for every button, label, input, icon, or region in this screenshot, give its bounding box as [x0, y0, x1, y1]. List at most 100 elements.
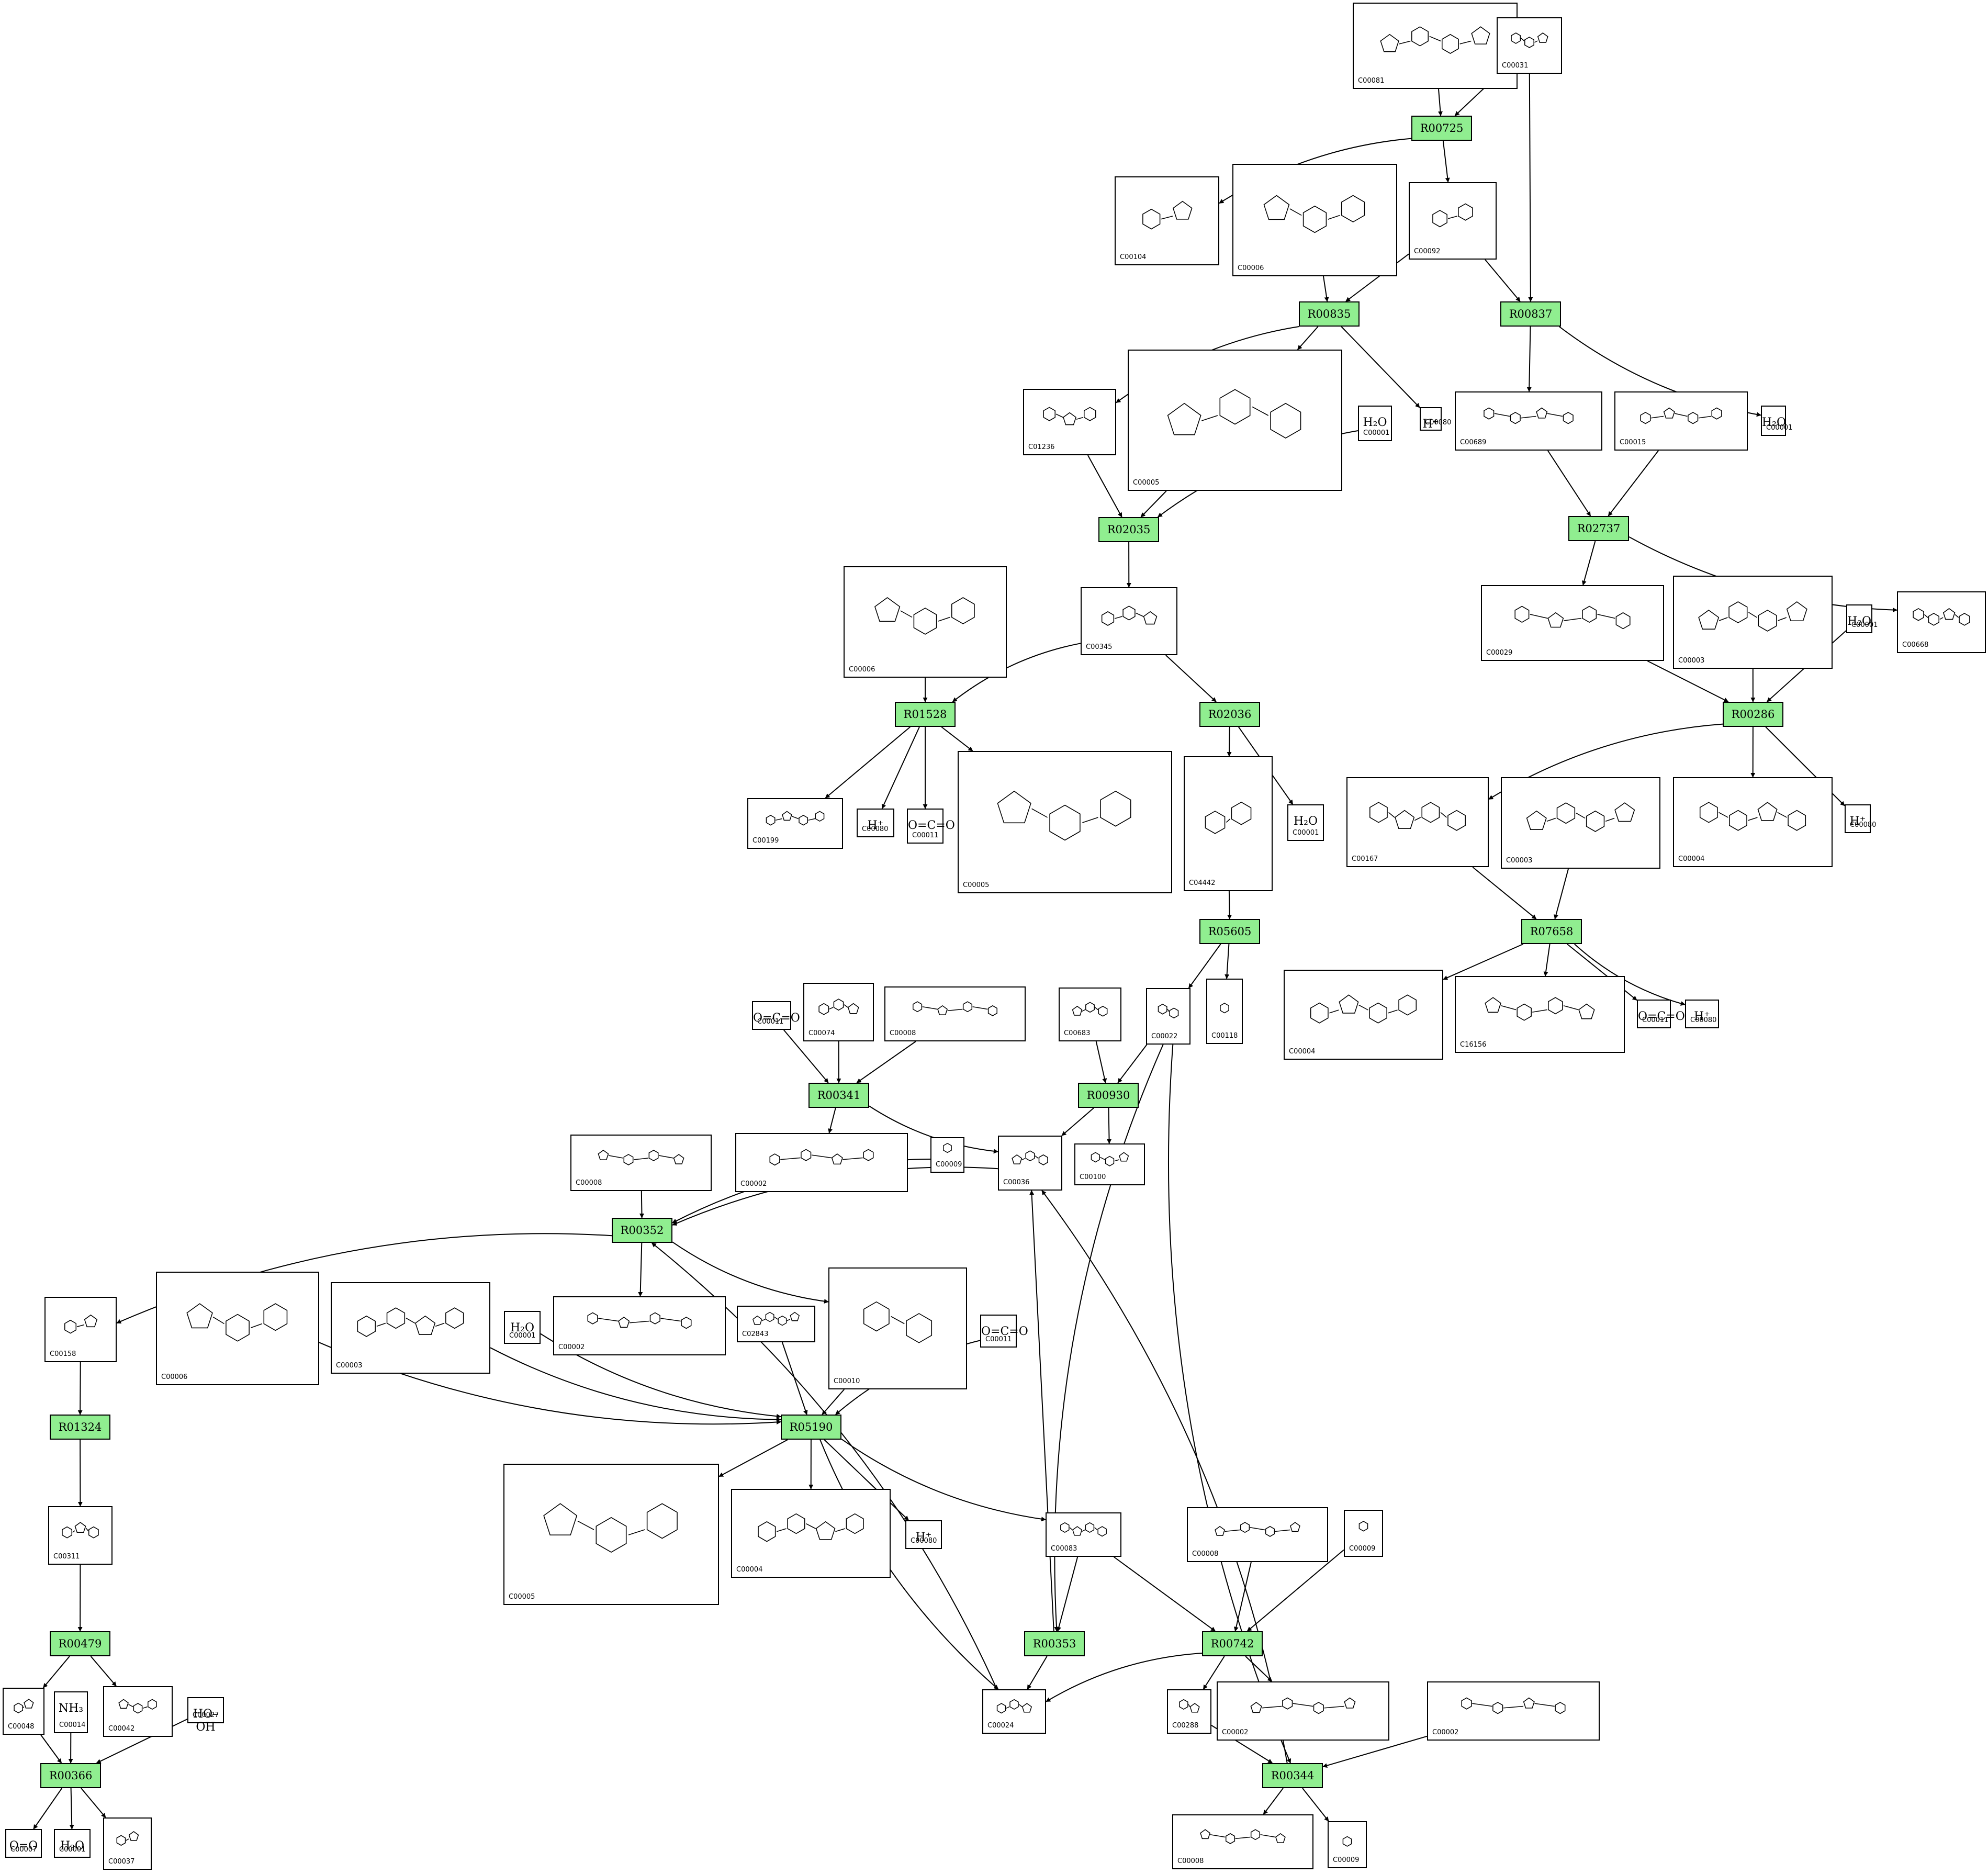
structure-drawing [1526, 802, 1635, 832]
compound-c00002[interactable]: C00002 [1217, 1681, 1389, 1741]
compound-c00004[interactable]: C00004 [1673, 777, 1833, 867]
compound-c00002[interactable]: C00002 [1427, 1681, 1600, 1741]
reaction-r01324[interactable]: R01324 [50, 1415, 110, 1440]
compound-c00683[interactable]: C00683 [1059, 988, 1121, 1041]
compound-c00080[interactable]: H⁺C00080 [857, 809, 894, 837]
compound-c00104[interactable]: C00104 [1115, 176, 1219, 265]
reaction-r05190[interactable]: R05190 [781, 1415, 841, 1440]
reaction-r00366[interactable]: R00366 [40, 1763, 101, 1788]
reaction-r00479[interactable]: R00479 [50, 1631, 110, 1656]
compound-c00002[interactable]: C00002 [553, 1296, 726, 1355]
compound-id-label: C00002 [1432, 1729, 1459, 1736]
reaction-r00835[interactable]: R00835 [1299, 301, 1360, 327]
compound-c00092[interactable]: C00092 [1409, 182, 1497, 260]
reaction-r02035[interactable]: R02035 [1098, 517, 1159, 542]
compound-formula: O=O [9, 1839, 38, 1853]
compound-c00010[interactable]: C00010 [828, 1267, 967, 1389]
compound-c00009[interactable]: C00009 [1328, 1821, 1367, 1868]
compound-c00004[interactable]: C00004 [1284, 970, 1443, 1060]
edge-R00344-to-c00008d [1263, 1788, 1284, 1815]
compound-c00311[interactable]: C00311 [48, 1506, 113, 1565]
reaction-r00353[interactable]: R00353 [1024, 1631, 1085, 1656]
compound-structure [1432, 1687, 1594, 1726]
compound-c00024[interactable]: C00024 [982, 1689, 1046, 1734]
reaction-r00837[interactable]: R00837 [1500, 301, 1561, 327]
compound-c01236[interactable]: C01236 [1023, 389, 1116, 455]
compound-c00288[interactable]: C00288 [1167, 1689, 1211, 1734]
reaction-r00930[interactable]: R00930 [1078, 1083, 1139, 1108]
compound-c00080[interactable]: H⁺C00080 [1685, 1000, 1719, 1028]
compound-c00345[interactable]: C00345 [1081, 587, 1177, 655]
compound-c00080[interactable]: H⁺C00080 [1420, 407, 1451, 431]
compound-c00006[interactable]: C00006 [1232, 164, 1397, 276]
compound-c00008[interactable]: C00008 [884, 986, 1026, 1041]
compound-c00048[interactable]: C00048 [3, 1688, 44, 1735]
reaction-r05605[interactable]: R05605 [1199, 919, 1260, 944]
compound-c00006[interactable]: C00006 [844, 566, 1007, 678]
compound-c00009[interactable]: C00009 [930, 1137, 964, 1173]
reaction-r00344[interactable]: R00344 [1262, 1763, 1323, 1788]
structure-drawing [1698, 601, 1807, 632]
compound-c00029[interactable]: C00029 [1481, 585, 1664, 661]
reaction-r00286[interactable]: R00286 [1723, 702, 1783, 727]
compound-c00100[interactable]: C00100 [1074, 1143, 1145, 1185]
reaction-r00742[interactable]: R00742 [1202, 1631, 1263, 1656]
reaction-r02737[interactable]: R02737 [1568, 516, 1629, 541]
reaction-r07658[interactable]: R07658 [1521, 919, 1582, 944]
compound-c00022[interactable]: C00022 [1146, 988, 1190, 1045]
compound-c00015[interactable]: C00015 [1614, 391, 1748, 451]
compound-c00003[interactable]: C00003 [331, 1282, 490, 1374]
reaction-r02036[interactable]: R02036 [1199, 702, 1260, 727]
compound-c00005[interactable]: C00005 [1128, 350, 1342, 491]
compound-c00074[interactable]: C00074 [803, 983, 874, 1041]
compound-c00006[interactable]: C00006 [156, 1272, 319, 1385]
compound-c00003[interactable]: C00003 [1673, 576, 1833, 669]
compound-c00080[interactable]: H⁺C00080 [905, 1520, 942, 1549]
compound-c00003[interactable]: C00003 [1501, 777, 1660, 869]
compound-c00008[interactable]: C00008 [570, 1135, 712, 1191]
compound-c00036[interactable]: C00036 [998, 1136, 1062, 1191]
compound-c00005[interactable]: C00005 [958, 751, 1172, 893]
compound-c00158[interactable]: C00158 [44, 1297, 117, 1362]
compound-c00118[interactable]: C00118 [1206, 979, 1243, 1044]
compound-c00005[interactable]: C00005 [503, 1464, 719, 1605]
compound-c00668[interactable]: C00668 [1897, 591, 1986, 653]
compound-c00002[interactable]: C00002 [735, 1133, 908, 1192]
compound-c00009[interactable]: C00009 [1344, 1510, 1383, 1557]
compound-c00037[interactable]: C00037 [103, 1817, 152, 1870]
reaction-r00341[interactable]: R00341 [808, 1083, 869, 1108]
reaction-r01528[interactable]: R01528 [895, 702, 956, 727]
compound-c00004[interactable]: C00004 [731, 1489, 891, 1578]
structure-drawing [357, 1307, 464, 1337]
compound-c00689[interactable]: C00689 [1455, 391, 1602, 451]
compound-c02843[interactable]: C02843 [737, 1306, 815, 1342]
compound-c00008[interactable]: C00008 [1187, 1507, 1328, 1562]
compound-c00081[interactable]: C00081 [1353, 3, 1518, 89]
structure-drawing [1250, 1697, 1356, 1714]
compound-c00031[interactable]: C00031 [1497, 17, 1562, 74]
compound-c00167[interactable]: C00167 [1346, 777, 1489, 867]
compound-c00080[interactable]: H⁺C00080 [1845, 804, 1876, 833]
structure-drawing [1484, 407, 1574, 424]
reaction-r00725[interactable]: R00725 [1411, 116, 1472, 141]
compound-c00199[interactable]: C00199 [747, 798, 843, 849]
compound-c04442[interactable]: C04442 [1184, 756, 1273, 891]
compound-c00008[interactable]: C00008 [1172, 1814, 1313, 1869]
compound-c00083[interactable]: C00083 [1046, 1512, 1121, 1557]
compound-c16156[interactable]: C16156 [1455, 976, 1625, 1053]
reaction-r00352[interactable]: R00352 [612, 1218, 672, 1243]
compound-c00042[interactable]: C00042 [103, 1686, 173, 1737]
